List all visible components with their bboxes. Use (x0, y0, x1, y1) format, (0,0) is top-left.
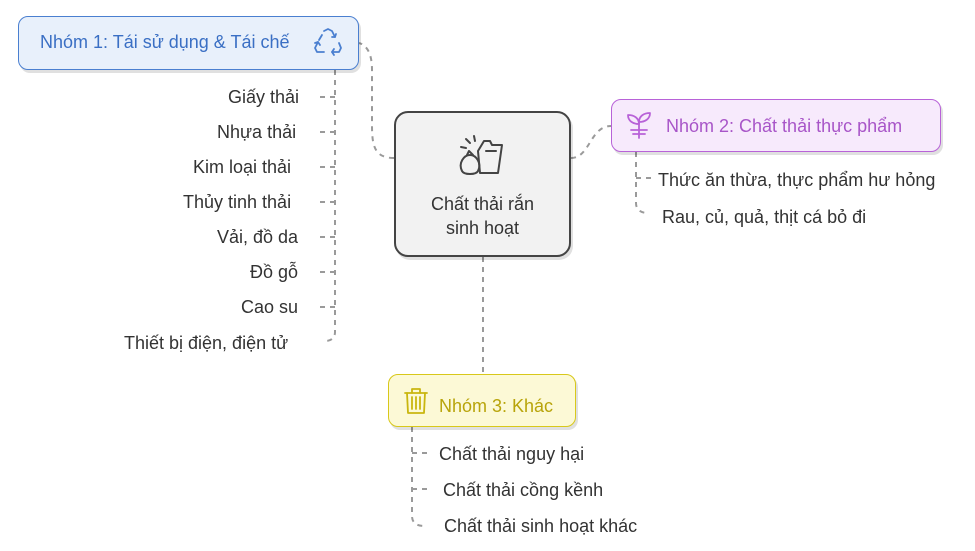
group-2-node[interactable]: Nhóm 2: Chất thải thực phẩm (611, 99, 941, 152)
connector-group1-spine (324, 70, 336, 342)
group-3-title: Nhóm 3: Khác (439, 396, 554, 416)
group-1-item-3: Kim loại thải (193, 157, 292, 177)
connector-center-group2 (570, 125, 612, 159)
connector-center-group1 (358, 42, 395, 159)
group-2-title: Nhóm 2: Chất thải thực phẩm (666, 116, 903, 136)
group-3-item-2: Chất thải cồng kềnh (443, 480, 604, 500)
group-1-item-6: Đồ gỗ (250, 262, 299, 282)
group-1-item-1: Giấy thải (228, 87, 300, 107)
trash-can-icon (404, 388, 428, 414)
recycle-icon (314, 28, 342, 56)
connector-group3-spine (411, 427, 425, 527)
waste-bin-bag-icon (459, 135, 503, 175)
group-1-item-5: Vải, đồ da (217, 227, 299, 247)
group-3-item-1: Chất thải nguy hại (439, 444, 585, 464)
group-2-item-1: Thức ăn thừa, thực phẩm hư hỏng (658, 170, 936, 190)
group-1-node[interactable]: Nhóm 1: Tái sử dụng & Tái chế (18, 16, 359, 70)
group-1-item-4: Thủy tinh thải (183, 192, 292, 212)
group-2-item-2: Rau, củ, quả, thịt cá bỏ đi (662, 207, 867, 227)
group-1-title: Nhóm 1: Tái sử dụng & Tái chế (40, 32, 290, 52)
center-node[interactable]: Chất thải rắn sinh hoạt (394, 111, 571, 257)
group-3-node[interactable]: Nhóm 3: Khác (388, 374, 576, 427)
group-3-item-3: Chất thải sinh hoạt khác (444, 516, 638, 536)
connector-group2-spine (635, 152, 649, 214)
group-1-item-7: Cao su (241, 297, 299, 317)
center-label: Chất thải rắn sinh hoạt (430, 194, 535, 238)
sprout-icon (627, 112, 651, 139)
group-1-item-8: Thiết bị điện, điện tử (124, 333, 289, 353)
group-1-item-2: Nhựa thải (217, 122, 297, 142)
